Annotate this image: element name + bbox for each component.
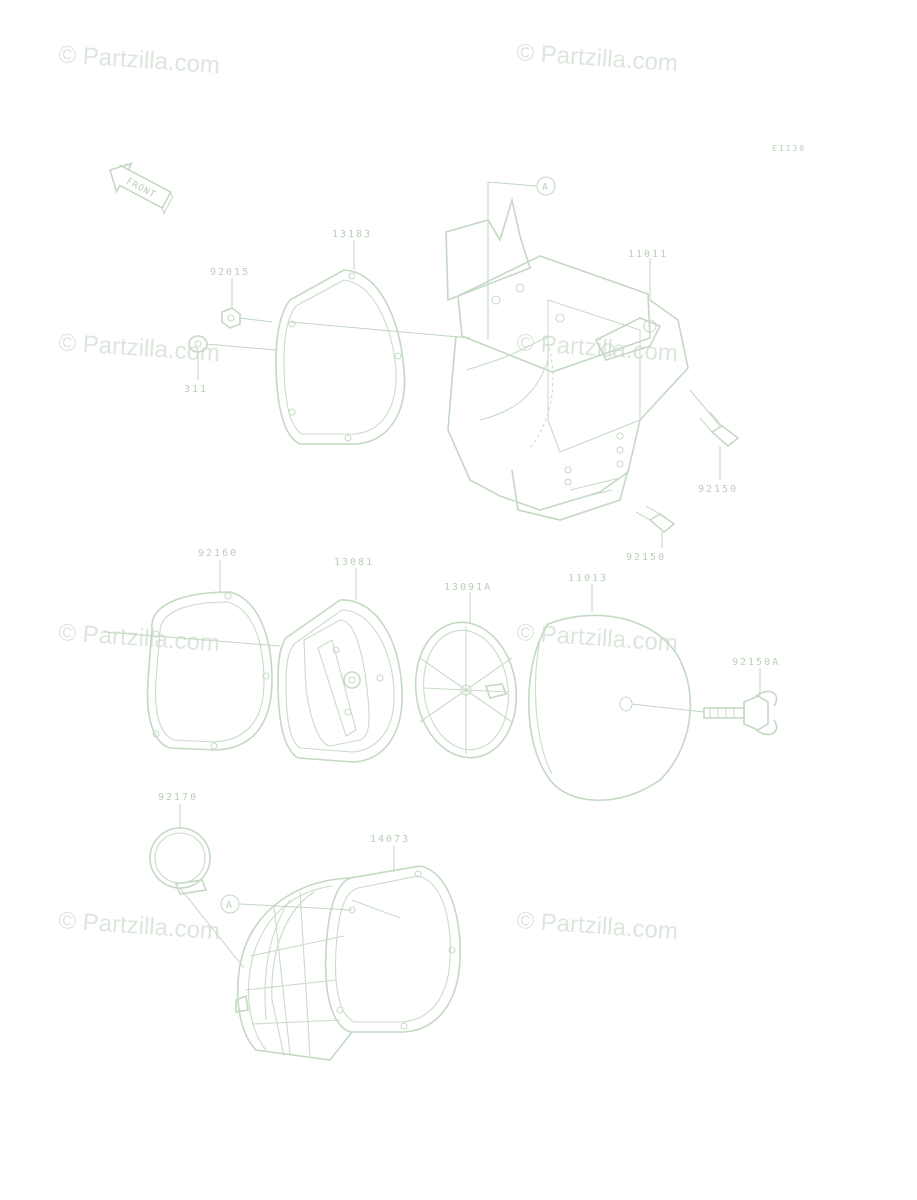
bolt-92150-upper xyxy=(699,411,740,448)
holder-13081 xyxy=(277,599,403,763)
label-13081[interactable]: 13081 xyxy=(334,557,374,568)
watermark-7: © Partzilla.com xyxy=(58,907,221,945)
label-92150A[interactable]: 92150A xyxy=(732,657,780,668)
label-92150-upper[interactable]: 92150 xyxy=(698,484,738,495)
label-311[interactable]: 311 xyxy=(184,384,208,395)
watermark-4: © Partzilla.com xyxy=(516,329,679,367)
ref-marker-upper: A xyxy=(536,176,556,196)
clamp-92170 xyxy=(149,827,211,895)
watermark-1: © Partzilla.com xyxy=(58,41,221,79)
label-11011[interactable]: 11011 xyxy=(628,249,668,260)
gasket-13183 xyxy=(275,269,406,445)
duct-14073 xyxy=(235,865,461,1061)
watermarks: © Partzilla.com © Partzilla.com © Partzi… xyxy=(58,39,679,945)
label-13183[interactable]: 13183 xyxy=(332,229,372,240)
wing-bolt-92150A xyxy=(703,690,778,736)
watermark-8: © Partzilla.com xyxy=(516,907,679,945)
air-cleaner-housing xyxy=(445,196,689,521)
part-labels: 13183 92015 311 11011 92150 92150 92160 … xyxy=(158,229,780,845)
label-92150-lower[interactable]: 92150 xyxy=(626,552,666,563)
label-92015[interactable]: 92015 xyxy=(210,267,250,278)
nut-92015 xyxy=(221,307,241,329)
frame-13091A xyxy=(414,621,518,759)
label-14073[interactable]: 14073 xyxy=(370,834,410,845)
watermark-5: © Partzilla.com xyxy=(58,619,221,657)
svg-text:A: A xyxy=(542,182,548,193)
leader-lines xyxy=(103,181,761,969)
ref-marker-lower: A xyxy=(220,894,240,914)
label-92170[interactable]: 92170 xyxy=(158,792,198,803)
gasket-92160 xyxy=(146,591,273,751)
front-arrow-icon: FRONT xyxy=(108,162,173,215)
label-13091A[interactable]: 13091A xyxy=(444,582,492,593)
label-11013[interactable]: 11013 xyxy=(568,573,608,584)
watermark-3: © Partzilla.com xyxy=(58,329,221,367)
label-92160[interactable]: 92160 xyxy=(198,548,238,559)
watermark-2: © Partzilla.com xyxy=(516,39,679,77)
diagram-code: E1130 xyxy=(772,144,806,153)
bolt-92150-lower xyxy=(635,505,676,534)
svg-text:A: A xyxy=(226,900,232,911)
